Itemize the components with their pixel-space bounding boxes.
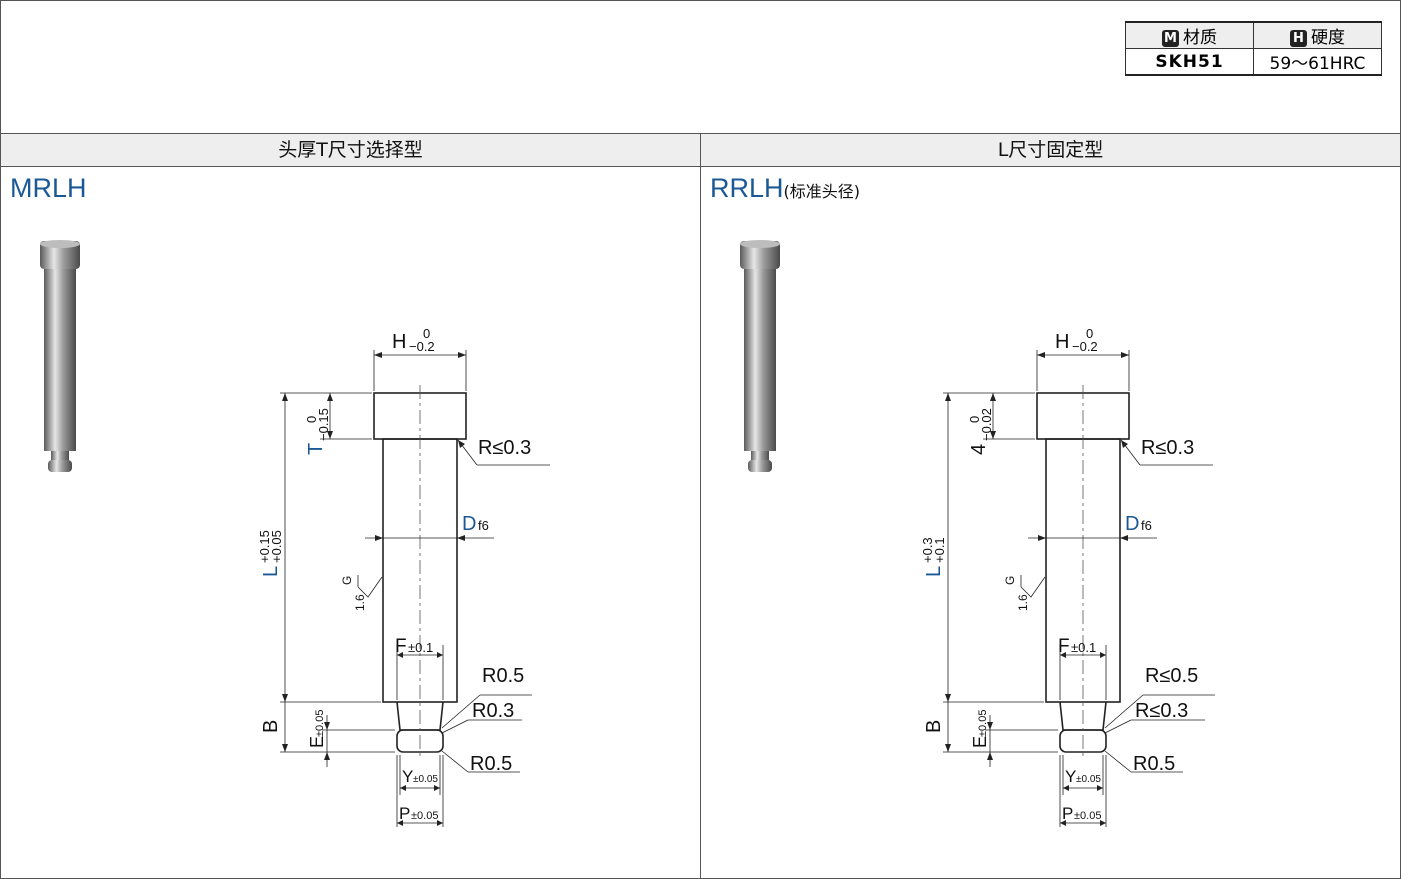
left-dim-b: B [260,720,282,733]
svg-text:±0.1: ±0.1 [408,640,433,655]
svg-text:±0.05: ±0.05 [977,710,989,737]
right-dim-e: E [970,736,990,748]
left-dim-t: T [305,443,327,455]
left-technical-drawing: H 0 −0.2 T 0 −0.15 L +0.15 +0.05 B E ±0.… [257,326,550,827]
right-code-note: (标准头径) [783,182,861,201]
material-value: SKH51 [1125,48,1254,76]
svg-text:±0.05: ±0.05 [413,774,438,785]
right-r-head: R≤0.3 [1141,437,1194,459]
svg-text:0: 0 [423,326,430,341]
svg-text:0: 0 [304,416,319,423]
right-g-label: G [1003,576,1017,585]
left-product-code: MRLH [10,173,87,203]
svg-text:±0.05: ±0.05 [411,810,438,822]
right-dim-t: 4 [968,444,990,455]
left-dim-y: Y [402,767,413,786]
left-dim-p: P [399,804,410,823]
svg-text:0: 0 [1086,326,1093,341]
material-label: 材质 [1183,28,1217,48]
right-roughness: 1.6 [1016,594,1030,611]
left-dim-l: L [260,566,282,577]
left-r3: R0.5 [470,753,512,775]
right-r2: R≤0.3 [1135,700,1188,722]
right-dim-h: H [1055,331,1069,353]
right-dim-p: P [1062,804,1073,823]
left-dim-d: D [462,513,476,535]
svg-text:−0.15: −0.15 [316,408,331,441]
svg-text:±0.05: ±0.05 [1074,810,1101,822]
right-product-code: RRLH(标准头径) [710,173,861,203]
svg-text:f6: f6 [478,518,489,533]
svg-text:±0.1: ±0.1 [1071,640,1096,655]
spec-table-row: SKH51 59〜61HRC [1125,48,1382,76]
left-dim-h: H [392,331,406,353]
material-badge: M [1162,30,1179,47]
svg-text:±0.05: ±0.05 [314,710,326,737]
left-dim-f: F [395,636,407,657]
svg-text:±0.05: ±0.05 [1076,774,1101,785]
svg-text:0: 0 [967,416,982,423]
svg-text:+0.1: +0.1 [932,537,947,563]
svg-text:+0.3: +0.3 [920,537,935,563]
right-section-header: L尺寸固定型 [701,133,1400,167]
right-r3: R0.5 [1133,753,1175,775]
svg-text:f6: f6 [1141,518,1152,533]
right-dim-d: D [1125,513,1139,535]
svg-text:+0.15: +0.15 [257,530,272,563]
svg-text:+0.05: +0.05 [269,530,284,563]
svg-text:−0.02: −0.02 [979,408,994,441]
left-r1: R0.5 [482,665,524,687]
hardness-label: 硬度 [1311,28,1345,48]
left-r2: R0.3 [472,700,514,722]
right-dim-l: L [923,566,945,577]
hardness-value: 59〜61HRC [1253,48,1382,76]
left-dim-e: E [307,736,327,748]
right-r1: R≤0.5 [1145,665,1198,687]
right-technical-drawing: H 0 −0.2 4 0 −0.02 L +0.3 +0.1 B E ±0.05… [920,326,1215,827]
hardness-badge: H [1290,30,1307,47]
left-roughness: 1.6 [353,594,367,611]
left-product-photo [40,240,80,472]
right-dim-b: B [923,720,945,733]
right-product-photo [740,240,780,472]
left-g-label: G [340,576,354,585]
left-r-head: R≤0.3 [478,437,531,459]
svg-text:−0.2: −0.2 [1072,339,1098,354]
right-dim-y: Y [1065,767,1076,786]
panel-divider [700,133,701,878]
svg-text:−0.2: −0.2 [409,339,435,354]
right-dim-f: F [1058,636,1070,657]
left-section-header: 头厚T尺寸选择型 [1,133,700,167]
